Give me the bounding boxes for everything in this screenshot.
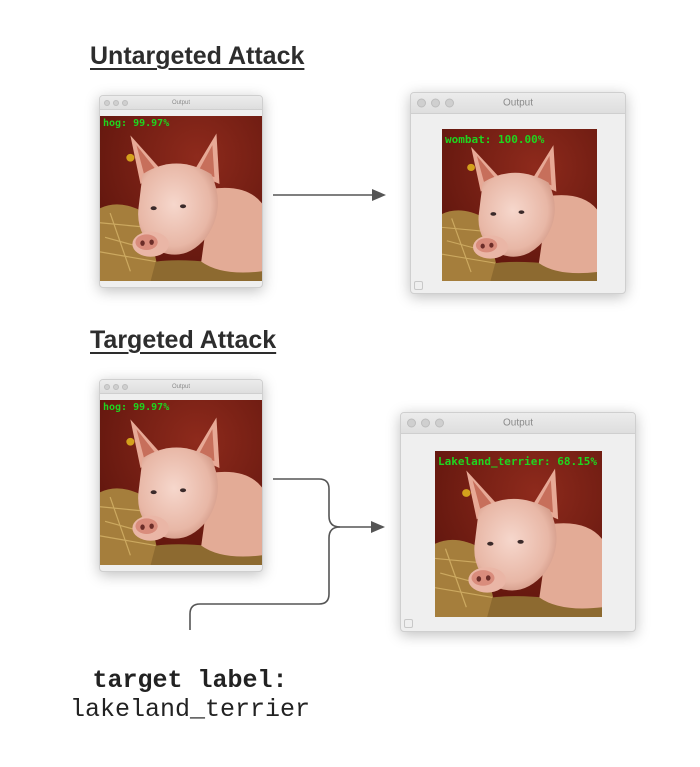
window-zoom-icon[interactable] — [435, 418, 444, 428]
resize-grip-icon[interactable] — [414, 281, 423, 290]
prediction-label: wombat: 100.00% — [445, 133, 545, 146]
prediction-label: hog: 99.97% — [103, 118, 170, 129]
arrow-right-icon — [372, 189, 386, 201]
untargeted-attack-title: Untargeted Attack — [90, 42, 305, 70]
window-close-icon[interactable] — [417, 98, 426, 108]
target-label-value: lakeland_terrier — [69, 695, 311, 724]
window-zoom-icon[interactable] — [122, 99, 128, 106]
window-title: Output — [171, 383, 190, 390]
window-title: Output — [171, 99, 190, 106]
pig-image — [100, 400, 262, 565]
prediction-label: Lakeland_terrier: 68.15% — [438, 455, 597, 468]
window-minimize-icon[interactable] — [113, 99, 119, 106]
pig-image — [100, 116, 262, 281]
window-close-icon[interactable] — [104, 383, 110, 390]
window-title: Output — [502, 417, 534, 429]
target-label-key: target label: — [92, 666, 288, 695]
untargeted-input-window: Output hog: 99.97% — [99, 95, 263, 288]
window-zoom-icon[interactable] — [445, 98, 454, 108]
window-minimize-icon[interactable] — [431, 98, 440, 108]
prediction-label: hog: 99.97% — [103, 402, 170, 413]
window-titlebar[interactable]: Output — [401, 413, 635, 434]
window-close-icon[interactable] — [407, 418, 416, 428]
merge-connector — [189, 478, 376, 630]
adversarial-pig-image — [435, 451, 602, 617]
window-minimize-icon[interactable] — [421, 418, 430, 428]
adversarial-pig-image — [442, 129, 597, 281]
window-minimize-icon[interactable] — [113, 383, 119, 390]
target-label-note: target label: lakeland_terrier — [50, 666, 330, 724]
targeted-attack-title: Targeted Attack — [90, 326, 277, 354]
targeted-input-window: Output hog: 99.97% — [99, 379, 263, 572]
targeted-output-window: Output Lakeland_terrier: 68.15% — [400, 412, 636, 632]
window-close-icon[interactable] — [104, 99, 110, 106]
window-title: Output — [502, 97, 534, 109]
untargeted-output-window: Output wombat: 100.00% — [410, 92, 626, 294]
arrow-right-icon — [371, 521, 385, 533]
window-titlebar[interactable]: Output — [411, 93, 625, 114]
window-titlebar[interactable]: Output — [100, 96, 262, 110]
window-zoom-icon[interactable] — [122, 383, 128, 390]
window-titlebar[interactable]: Output — [100, 380, 262, 394]
resize-grip-icon[interactable] — [404, 619, 413, 628]
